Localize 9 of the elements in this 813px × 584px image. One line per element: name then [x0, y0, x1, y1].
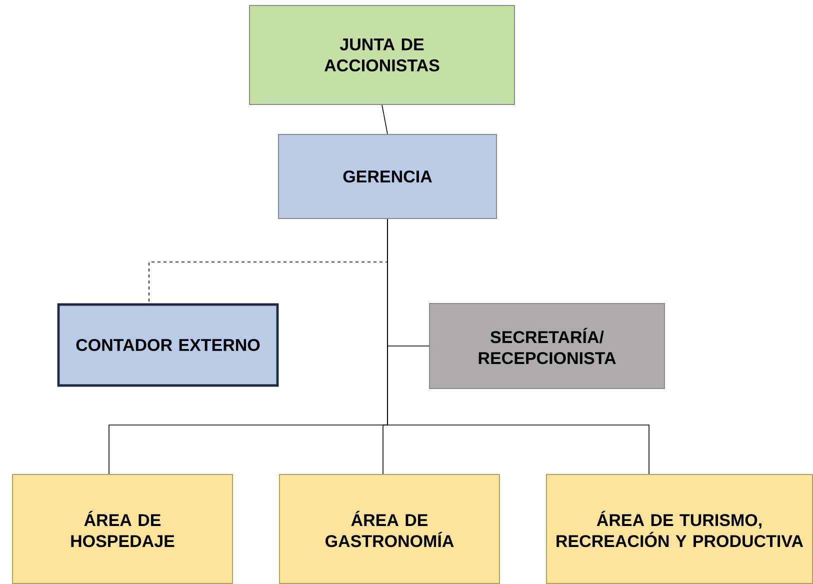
- org-box: JUNTA DE ACCIONISTAS: [249, 5, 515, 105]
- org-box: ÁREA DE TURISMO, RECREACIÓN Y PRODUCTIVA: [546, 474, 813, 584]
- org-box: ÁREA DE HOSPEDAJE: [12, 474, 233, 584]
- connector-line: [382, 104, 388, 134]
- connector-line: [387, 218, 650, 474]
- org-box: GERENCIA: [278, 134, 497, 219]
- org-box: ÁREA DE GASTRONOMÍA: [279, 474, 500, 584]
- org-box: SECRETARÍA/ RECEPCIONISTA: [429, 303, 665, 389]
- org-box: CONTADOR EXTERNO: [57, 303, 279, 387]
